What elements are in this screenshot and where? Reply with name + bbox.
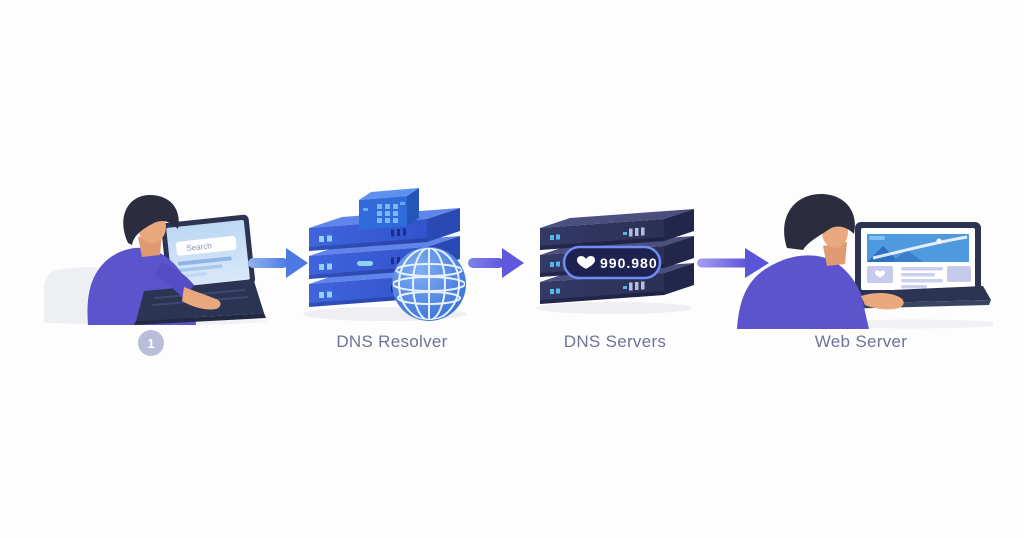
indicator-light <box>556 261 560 267</box>
hero-dot <box>936 238 942 244</box>
screen-text-line <box>177 256 232 266</box>
client-user-illustration: Search <box>40 183 268 325</box>
badge-pill <box>562 245 662 280</box>
arrow-head <box>745 248 769 278</box>
unit-side-face <box>664 209 694 241</box>
arrow-head <box>286 248 308 278</box>
arrow-right-icon <box>248 248 308 278</box>
mountain-icon <box>891 250 923 262</box>
unit-front-face <box>540 219 664 250</box>
unit-front-face <box>540 273 664 304</box>
unit-side-face <box>664 263 694 295</box>
dns-resolver-label: DNS Resolver <box>336 332 448 351</box>
vent <box>397 229 400 236</box>
person-hair <box>123 195 179 245</box>
dns-resolver-svg <box>303 188 467 321</box>
search-bar-text: Search <box>186 241 212 253</box>
box-front-face <box>359 196 407 230</box>
indicator-light <box>556 288 560 294</box>
indicator-light <box>327 263 332 270</box>
server-shadow <box>536 302 692 314</box>
arrow-client-to-resolver <box>246 245 310 281</box>
vent <box>629 228 633 237</box>
vent <box>397 257 400 264</box>
indicator-light <box>319 292 324 298</box>
webpage <box>867 234 971 289</box>
search-bar <box>175 236 237 256</box>
person-shirt <box>737 255 869 329</box>
indicator-light <box>556 234 560 240</box>
content-card <box>947 266 971 282</box>
unit-top-face <box>540 209 694 228</box>
indicator-light <box>550 289 554 294</box>
person-hair <box>784 194 856 250</box>
client-user-svg: Search <box>43 195 267 325</box>
arrow-resolver-to-dns <box>466 245 526 281</box>
indicator-light <box>327 291 332 298</box>
dns-servers-svg: 990.980 <box>536 209 694 314</box>
ip-address-badge: 990.980 <box>562 245 662 280</box>
vent <box>635 228 639 236</box>
person-hand <box>182 287 221 310</box>
heart-icon <box>577 255 595 269</box>
arrow-head <box>502 248 524 278</box>
unit-side-face <box>427 208 460 242</box>
vent <box>629 282 633 291</box>
dns-servers-label: DNS Servers <box>563 332 667 351</box>
heart-icon <box>875 270 885 278</box>
screen-text-line <box>179 272 208 279</box>
vent <box>641 227 645 236</box>
web-server-label: Web Server <box>814 332 908 351</box>
step-number-badge: 1 <box>138 330 164 356</box>
box-top-face <box>359 188 419 200</box>
content-text-lines <box>901 267 943 289</box>
web-person <box>737 194 869 329</box>
dns-server-unit <box>540 209 694 250</box>
screen-text-line <box>178 264 223 273</box>
dns-resolver-illustration <box>293 188 483 323</box>
dns-servers-illustration: 990.980 <box>528 198 703 316</box>
client-laptop-screen: Search <box>161 214 256 293</box>
unit-side-face <box>664 236 694 268</box>
box-side-face <box>407 188 419 226</box>
web-server-illustration <box>735 184 993 329</box>
person-neck <box>823 242 847 266</box>
keypad-grid-icon <box>363 202 405 223</box>
vent <box>635 282 639 290</box>
vent <box>391 229 394 237</box>
arrow-right-icon <box>468 248 524 278</box>
unit-shade <box>309 238 427 251</box>
ip-address-text: 990.980 <box>600 255 658 271</box>
unit-shade <box>540 237 664 250</box>
arrow-shaft <box>468 258 504 268</box>
indicator-light <box>550 262 554 267</box>
person-hand <box>861 293 904 310</box>
laptop-base-edge <box>134 313 266 325</box>
indicator-light <box>327 235 332 242</box>
vent <box>391 257 394 265</box>
globe-gridlines <box>393 248 465 320</box>
indicator-light <box>623 232 627 235</box>
indicator-light <box>550 235 554 240</box>
hero-tab <box>869 236 885 240</box>
hero-art <box>867 235 968 262</box>
arrow-shaft <box>697 258 749 268</box>
indicator-light <box>319 236 324 242</box>
control-panel-box <box>359 188 419 230</box>
status-pill <box>357 261 373 266</box>
arrow-shaft <box>248 258 288 268</box>
arrow-right-icon <box>697 248 769 278</box>
indicator-light <box>319 264 324 270</box>
indicator-light <box>623 286 627 289</box>
web-laptop-screen <box>855 222 981 296</box>
arrow-dns-to-web <box>695 245 771 281</box>
unit-front-face <box>309 219 427 251</box>
vent <box>641 281 645 290</box>
vent <box>403 228 406 236</box>
road-swoosh <box>872 235 968 260</box>
globe-icon <box>392 247 466 321</box>
unit-shade <box>540 291 664 304</box>
web-server-svg <box>737 194 993 329</box>
